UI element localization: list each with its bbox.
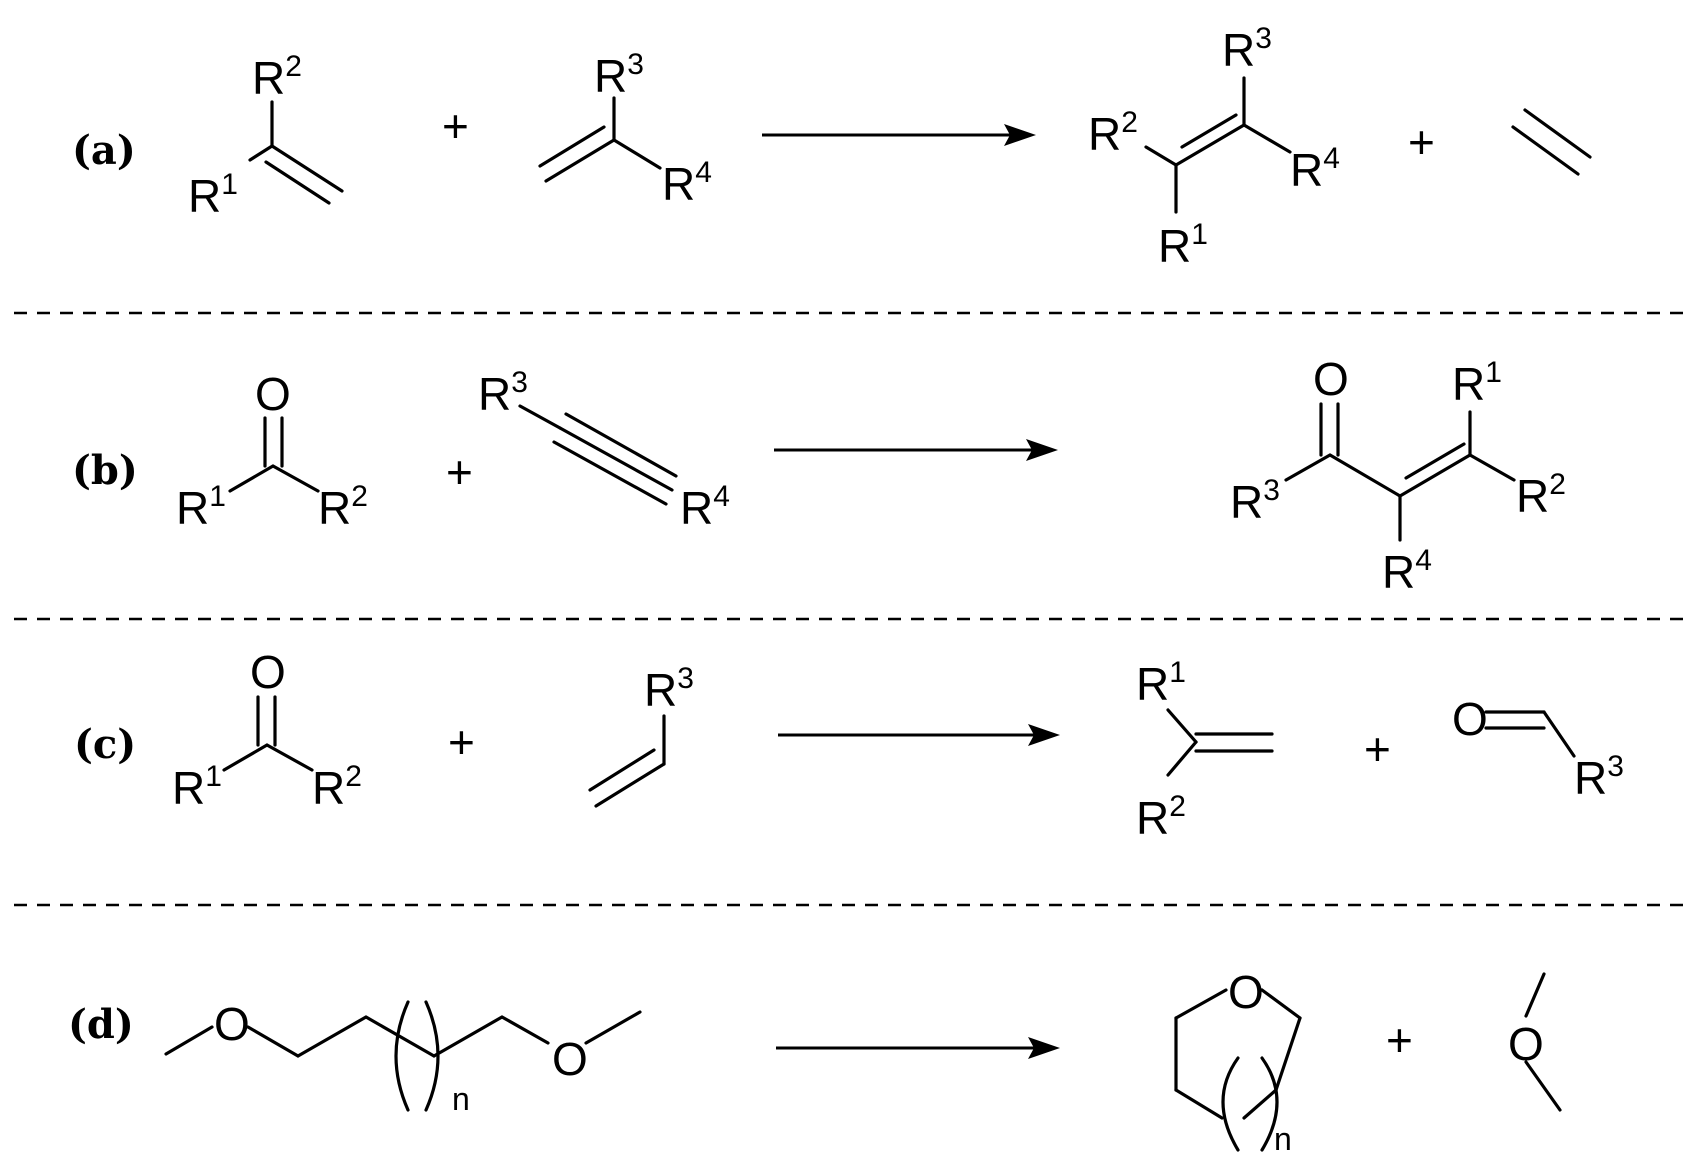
r3-label: R3 — [1230, 474, 1280, 528]
panel-c-label: (c) — [74, 721, 136, 768]
panel-c-product-2: O R3 — [1452, 693, 1624, 804]
n-subscript: n — [1274, 1121, 1292, 1157]
r2-label: R2 — [1136, 790, 1186, 844]
reaction-arrow — [776, 1037, 1060, 1059]
r1-label: R1 — [1136, 656, 1186, 710]
plus-sign: + — [1364, 723, 1391, 775]
bracket-left — [1221, 1056, 1240, 1152]
panel-c-reactant-1: O R1 R2 — [172, 646, 362, 814]
r2-label: R2 — [252, 50, 302, 104]
panel-c-product-1: R1 R2 — [1136, 656, 1274, 844]
r1-label: R1 — [1158, 218, 1208, 272]
r2-label: R2 — [1516, 468, 1566, 522]
r3-label: R3 — [1222, 22, 1272, 76]
panel-a: (a) R2 R1 + R3 R4 — [72, 22, 1592, 272]
r1-label: R1 — [176, 480, 226, 534]
r4-label: R4 — [662, 156, 712, 210]
panel-d-reactant: O O n — [164, 998, 642, 1117]
plus-sign: + — [448, 716, 475, 768]
panel-d: (d) O O n O — [68, 966, 1562, 1157]
panel-a-product-ethylene — [1511, 108, 1592, 176]
plus-sign: + — [1386, 1014, 1413, 1066]
panel-c: (c) O R1 R2 + R3 — [74, 646, 1624, 844]
reaction-arrow — [778, 724, 1060, 746]
panel-b-label: (b) — [72, 447, 138, 494]
panel-b-reactant-1: O R1 R2 — [176, 368, 368, 534]
panel-a-label: (a) — [72, 127, 136, 174]
n-subscript: n — [452, 1081, 470, 1117]
plus-sign: + — [446, 446, 473, 498]
oxygen-label: O — [1228, 966, 1264, 1018]
r4-label: R4 — [680, 480, 730, 534]
plus-sign: + — [1408, 116, 1435, 168]
panel-d-product-dimethyl-ether: O — [1508, 972, 1562, 1112]
oxygen-label: O — [552, 1033, 588, 1085]
panel-a-product-1: R3 R2 R4 R1 — [1088, 22, 1340, 272]
panel-a-reactant-1: R2 R1 — [188, 50, 344, 222]
r2-label: R2 — [318, 480, 368, 534]
bracket-right — [1260, 1056, 1279, 1152]
panel-a-reactant-2: R3 R4 — [538, 48, 712, 210]
oxygen-label: O — [255, 368, 291, 420]
r4-label: R4 — [1382, 544, 1432, 598]
r4-label: R4 — [1290, 142, 1340, 196]
panel-b-product: O R3 R1 R2 R4 — [1230, 353, 1566, 598]
oxygen-label: O — [250, 646, 286, 698]
r2-label: R2 — [312, 760, 362, 814]
r3-label: R3 — [644, 662, 694, 716]
bracket-left — [394, 1000, 410, 1112]
oxygen-label: O — [214, 998, 250, 1050]
r2-label: R2 — [1088, 106, 1138, 160]
reaction-arrow — [762, 124, 1036, 146]
bracket-right — [424, 1000, 440, 1112]
r3-label: R3 — [1574, 750, 1624, 804]
r3-label: R3 — [478, 366, 528, 420]
panel-d-label: (d) — [68, 1001, 134, 1048]
panel-b: (b) O R1 R2 + R3 R4 O — [72, 353, 1566, 598]
oxygen-label: O — [1452, 693, 1488, 745]
panel-c-reactant-2: R3 — [588, 662, 694, 808]
oxygen-label: O — [1313, 353, 1349, 405]
r3-label: R3 — [594, 48, 644, 102]
r1-label: R1 — [172, 760, 222, 814]
r1-label: R1 — [1452, 356, 1502, 410]
reaction-arrow — [774, 439, 1058, 461]
r1-label: R1 — [188, 168, 238, 222]
panel-d-product-cyclic-ether: O n — [1174, 966, 1302, 1157]
panel-b-reactant-2: R3 R4 — [478, 366, 730, 534]
plus-sign: + — [442, 100, 469, 152]
